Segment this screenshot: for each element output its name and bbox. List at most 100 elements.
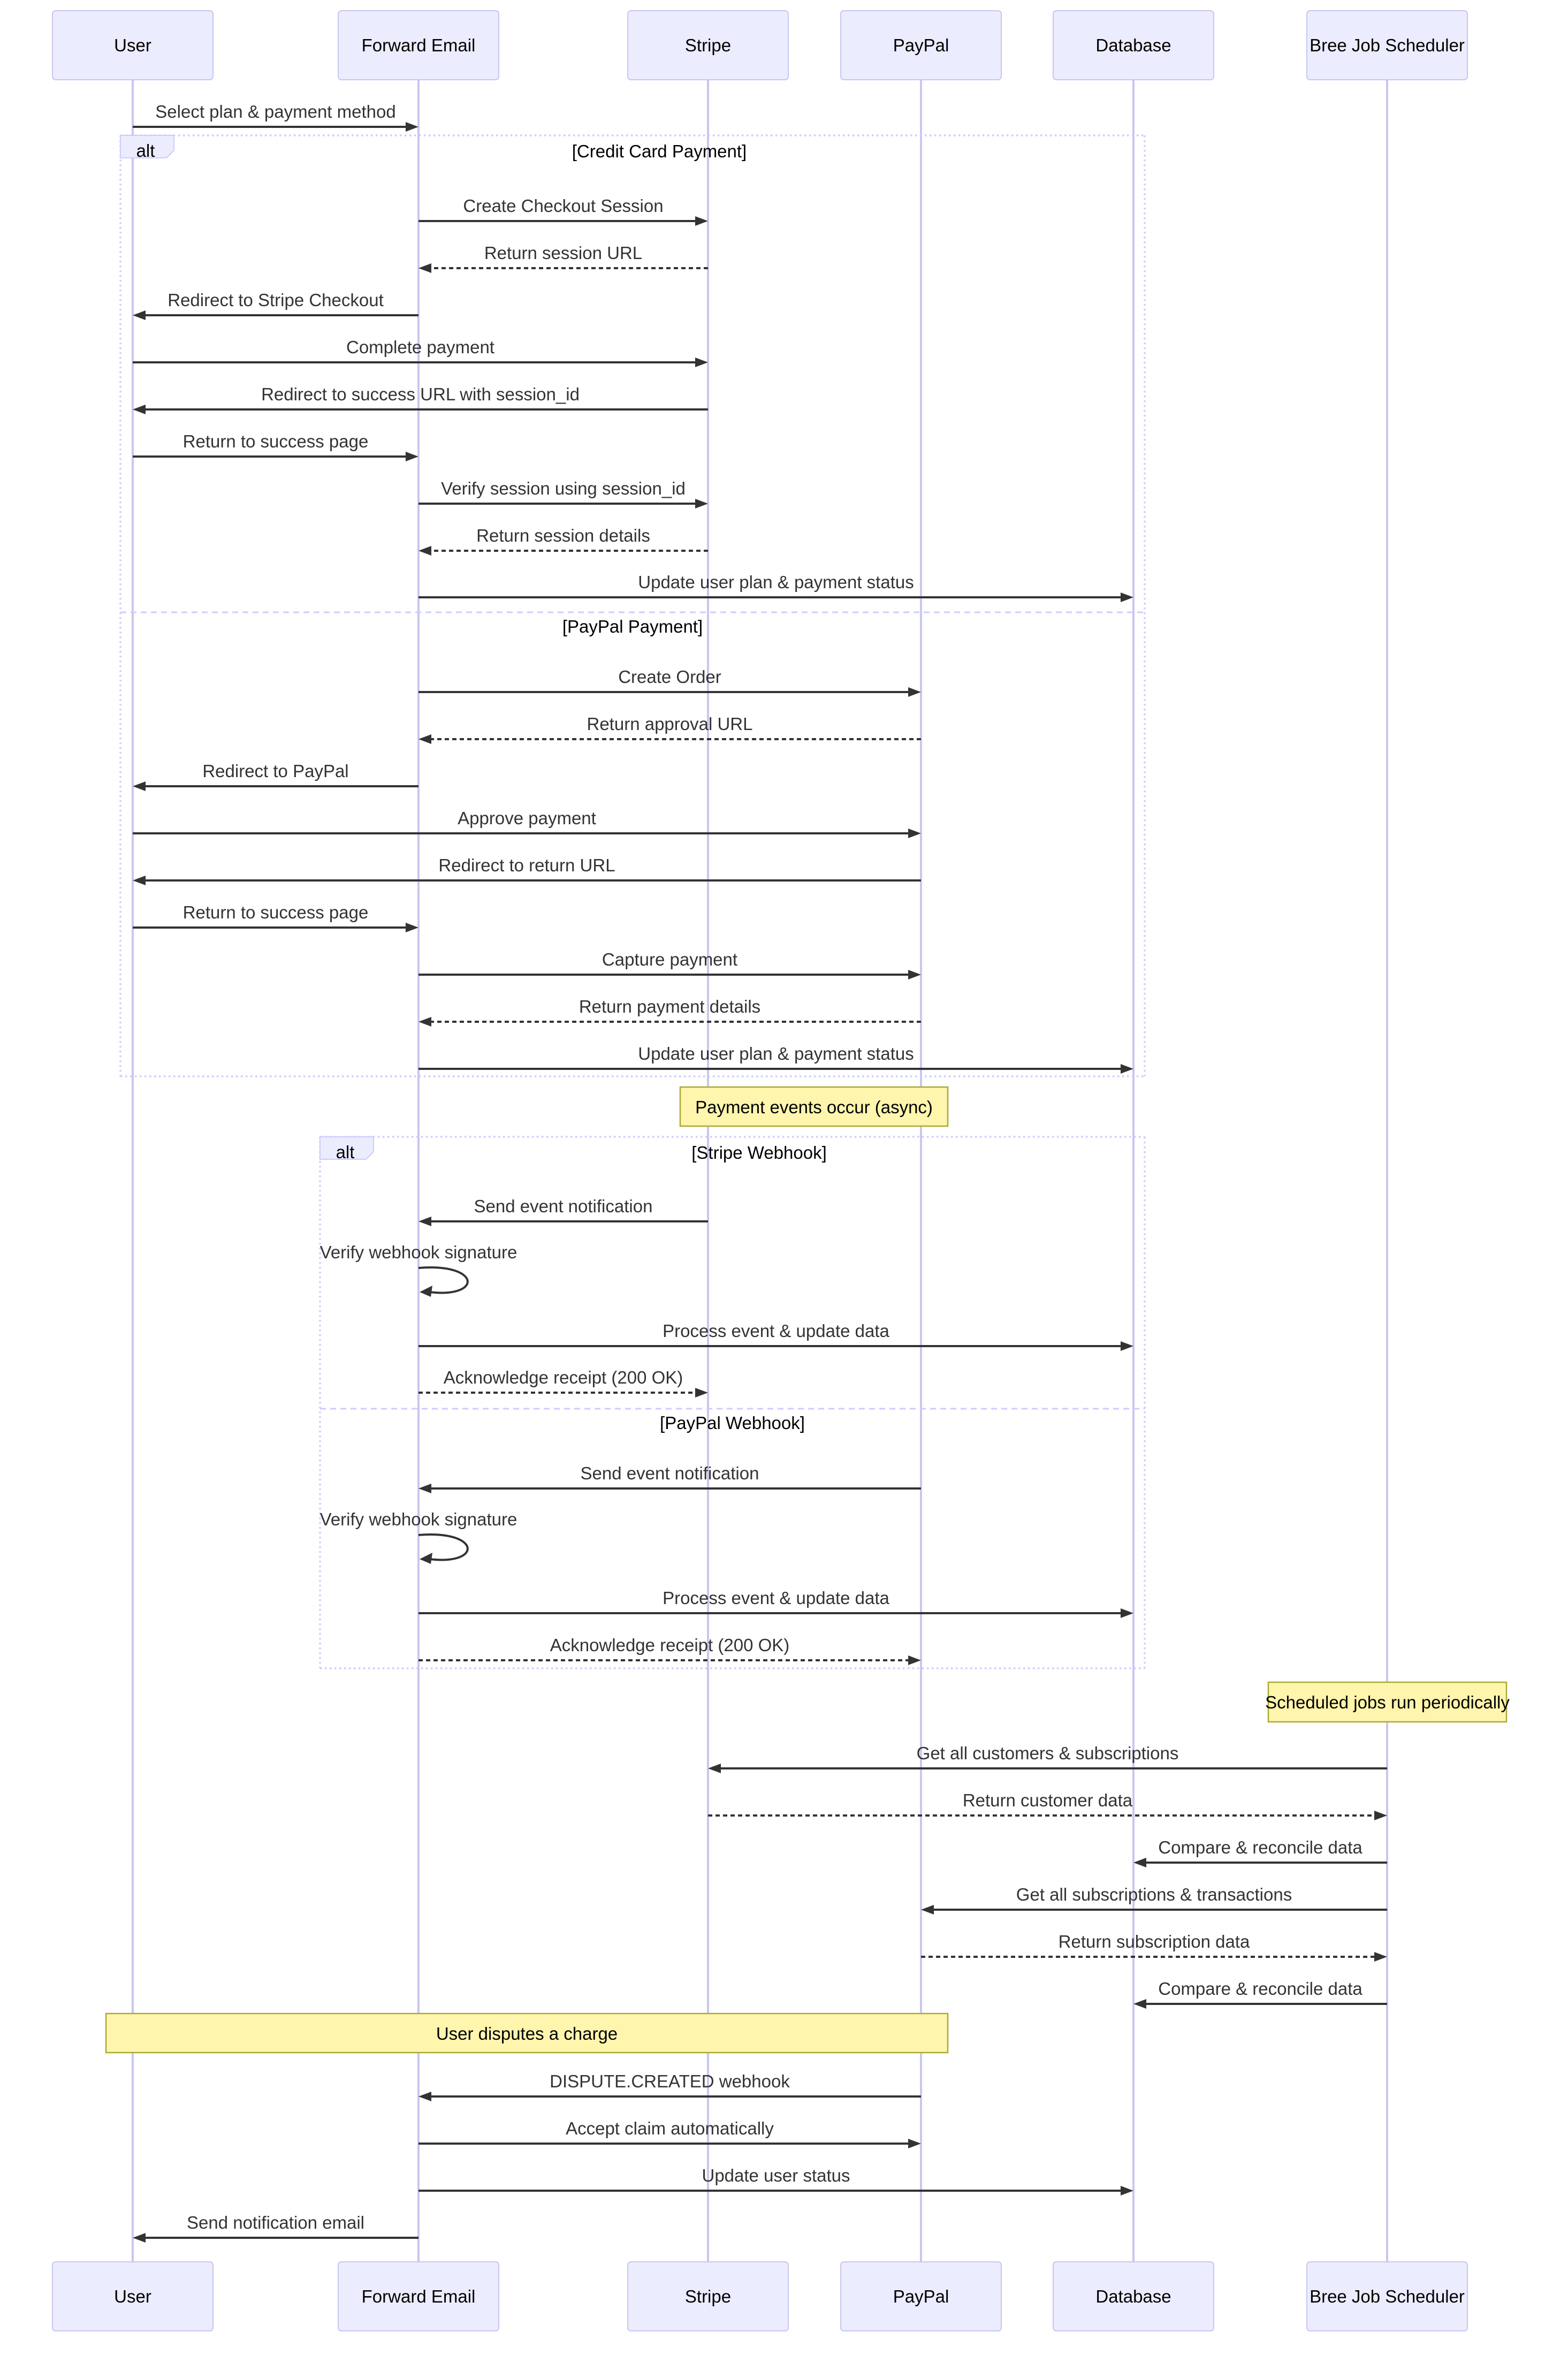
lifelines-layer bbox=[132, 80, 1388, 2262]
message: Compare & reconcile data bbox=[1133, 1979, 1387, 2009]
arrowhead-icon bbox=[406, 452, 418, 461]
message: Redirect to return URL bbox=[133, 855, 921, 885]
message-label: Select plan & payment method bbox=[155, 102, 395, 121]
message: Return customer data bbox=[708, 1790, 1387, 1820]
frame-label-box bbox=[120, 135, 174, 158]
message-label: Redirect to Stripe Checkout bbox=[168, 290, 384, 310]
message-label: Update user status bbox=[702, 2166, 850, 2185]
message-label: Create Order bbox=[618, 667, 721, 687]
message: Return to success page bbox=[133, 431, 418, 461]
message-line bbox=[418, 1266, 469, 1294]
note: User disputes a charge bbox=[105, 2012, 949, 2054]
message-line bbox=[418, 1533, 469, 1561]
message: Acknowledge receipt (200 OK) bbox=[418, 1635, 921, 1665]
message-label: Return session URL bbox=[484, 243, 642, 263]
participant-box bbox=[627, 10, 789, 80]
frame-label: alt bbox=[136, 141, 155, 161]
arrowhead-icon bbox=[695, 216, 708, 226]
message-label: Redirect to return URL bbox=[438, 855, 615, 875]
message: Process event & update data bbox=[418, 1588, 1133, 1618]
frame-label: alt bbox=[336, 1142, 355, 1162]
message: Return subscription data bbox=[921, 1932, 1387, 1962]
message-label: Get all subscriptions & transactions bbox=[1016, 1885, 1292, 1904]
arrowhead-icon bbox=[695, 1388, 708, 1397]
arrowhead-icon bbox=[133, 876, 146, 885]
message: Process event & update data bbox=[418, 1321, 1133, 1351]
message-label: Return approval URL bbox=[587, 714, 753, 734]
message: Redirect to success URL with session_id bbox=[133, 384, 708, 414]
arrowhead-icon bbox=[908, 829, 921, 838]
message-label: Compare & reconcile data bbox=[1158, 1837, 1363, 1857]
message: Approve payment bbox=[133, 808, 921, 838]
participant-name: PayPal bbox=[893, 35, 949, 55]
message-label: Return payment details bbox=[579, 997, 760, 1016]
arrowhead-icon bbox=[418, 2092, 431, 2101]
arrowhead-icon bbox=[1374, 1811, 1387, 1820]
message-label: Redirect to PayPal bbox=[202, 761, 348, 781]
message: Update user plan & payment status bbox=[418, 572, 1133, 602]
arrowhead-icon bbox=[908, 687, 921, 697]
arrowhead-icon bbox=[133, 781, 146, 791]
message-label: Send event notification bbox=[581, 1463, 759, 1483]
participant-box bbox=[627, 2261, 789, 2331]
message: Update user plan & payment status bbox=[418, 1044, 1133, 1074]
participant-name: Forward Email bbox=[362, 2286, 476, 2306]
arrowhead-icon bbox=[420, 1553, 432, 1564]
arrowhead-icon bbox=[418, 1217, 431, 1226]
participant-box bbox=[1306, 10, 1468, 80]
participant-top: User bbox=[52, 10, 214, 80]
note-label: User disputes a charge bbox=[436, 2024, 618, 2043]
message-label: Update user plan & payment status bbox=[638, 1044, 914, 1063]
frame-else-title: [PayPal Webhook] bbox=[660, 1413, 805, 1433]
participant-name: Bree Job Scheduler bbox=[1310, 35, 1465, 55]
frame-title: [Credit Card Payment] bbox=[572, 141, 747, 161]
message-label: Verify session using session_id bbox=[441, 478, 686, 498]
note-box bbox=[105, 2012, 949, 2054]
arrowhead-icon bbox=[908, 2139, 921, 2148]
arrowhead-icon bbox=[406, 923, 418, 932]
message: Return to success page bbox=[133, 902, 418, 932]
message-label: Return session details bbox=[476, 526, 650, 545]
message-label: Accept claim automatically bbox=[566, 2118, 774, 2138]
arrowhead-icon bbox=[921, 1905, 934, 1915]
alt-frame: [PayPal Webhook] alt [Stripe Webhook] bbox=[319, 1136, 1146, 1669]
message-label: Process event & update data bbox=[663, 1321, 889, 1341]
message-label: Return to success page bbox=[183, 902, 369, 922]
participant-bottom: PayPal bbox=[840, 2261, 1002, 2331]
arrowhead-icon bbox=[1121, 1341, 1133, 1351]
message-label: Verify webhook signature bbox=[320, 1509, 517, 1529]
note-label: Payment events occur (async) bbox=[695, 1097, 933, 1117]
message-label: Return subscription data bbox=[1059, 1932, 1250, 1951]
participant-box bbox=[338, 10, 499, 80]
frame-title: [Stripe Webhook] bbox=[691, 1143, 827, 1163]
participant-name: PayPal bbox=[893, 2286, 949, 2306]
participant-name: Database bbox=[1095, 2286, 1171, 2306]
message-label: Send notification email bbox=[187, 2213, 364, 2232]
participant-name: Stripe bbox=[685, 35, 731, 55]
message: Update user status bbox=[418, 2166, 1133, 2196]
arrowhead-icon bbox=[420, 1286, 432, 1297]
alt-frame: [PayPal Payment]alt[Credit Card Payment] bbox=[119, 134, 1146, 1077]
message-label: Return customer data bbox=[963, 1790, 1133, 1810]
message-label: Approve payment bbox=[458, 808, 596, 828]
message: Compare & reconcile data bbox=[1133, 1837, 1387, 1867]
arrowhead-icon bbox=[1133, 1999, 1146, 2009]
arrowhead-icon bbox=[908, 970, 921, 979]
participant-name: User bbox=[114, 35, 151, 55]
message-label: Return to success page bbox=[183, 431, 369, 451]
arrowhead-icon bbox=[406, 122, 418, 132]
message: Return approval URL bbox=[418, 714, 921, 744]
note: Payment events occur (async) bbox=[679, 1086, 949, 1127]
arrowhead-icon bbox=[1121, 1064, 1133, 1074]
arrowhead-icon bbox=[1121, 1608, 1133, 1618]
message: Acknowledge receipt (200 OK) bbox=[418, 1368, 708, 1397]
arrowhead-icon bbox=[418, 263, 431, 273]
message-label: Update user plan & payment status bbox=[638, 572, 914, 592]
message: Verify webhook signature bbox=[320, 1242, 517, 1297]
message: Create Order bbox=[418, 667, 921, 697]
message: Verify session using session_id bbox=[418, 478, 708, 508]
participant-top: PayPal bbox=[840, 10, 1002, 80]
message: Send event notification bbox=[418, 1196, 708, 1226]
participant-box bbox=[52, 2261, 214, 2331]
